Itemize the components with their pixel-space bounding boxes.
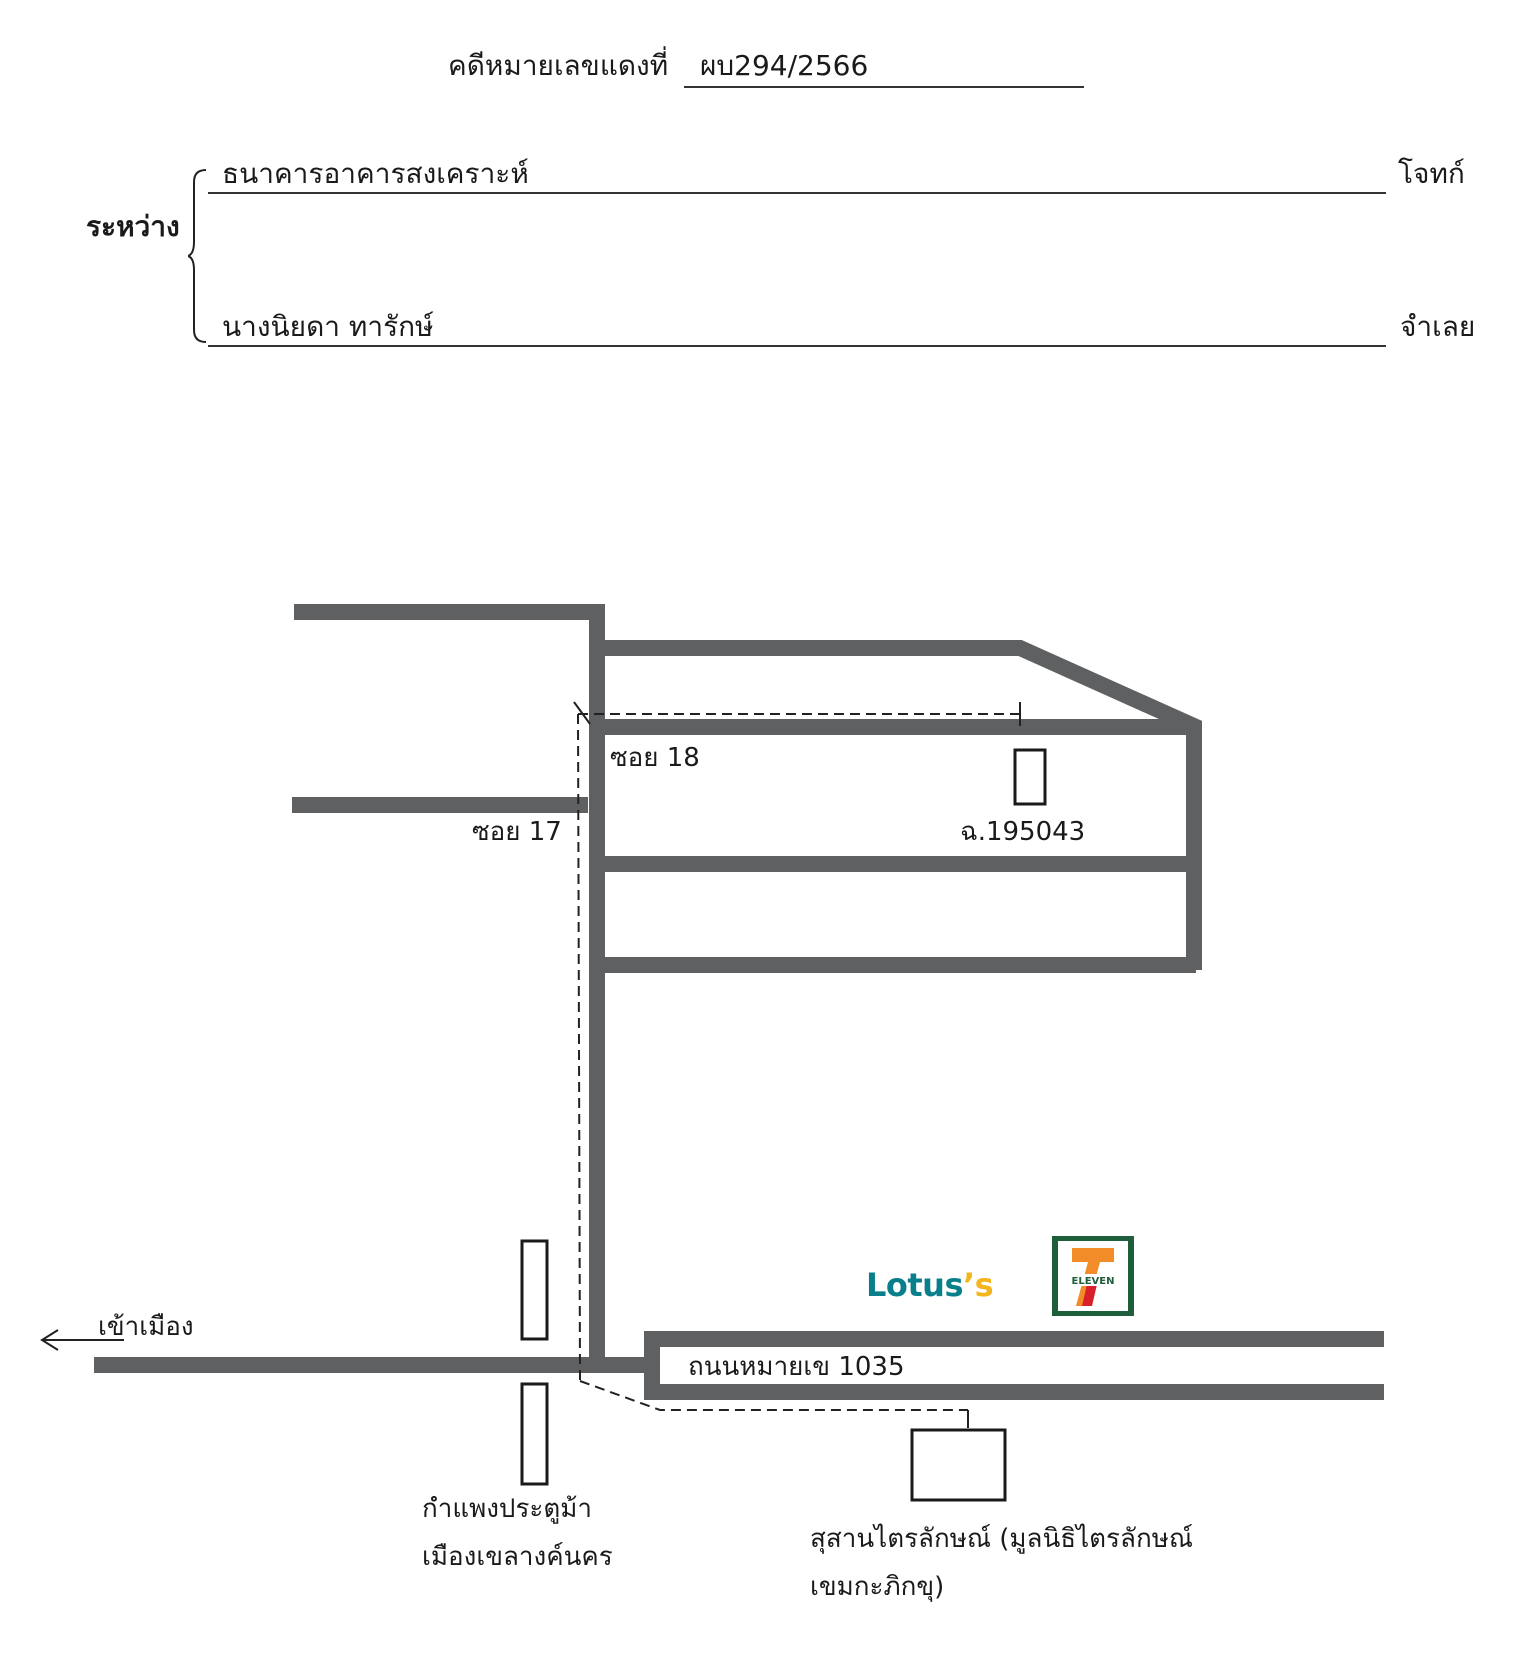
defendant-name: นางนิยดา ทารักษ์	[222, 310, 434, 343]
cemetery-label-line1: สุสานไตรลักษณ์ (มูลนิธิไตรลักษณ์	[810, 1524, 1193, 1554]
dashed-route	[577, 713, 1020, 1411]
case-number-underline	[684, 86, 1084, 88]
case-number-label: คดีหมายเลขแดงที่	[448, 49, 669, 82]
city-gate-label-line2: เมืองเขลางค์นคร	[422, 1542, 613, 1572]
soi-17-label: ซอย 17	[472, 817, 562, 847]
seven-eleven-logo: ELEVEN	[1052, 1236, 1134, 1316]
to-city-label: เข้าเมือง	[98, 1312, 194, 1342]
arrow-left-icon	[40, 1329, 124, 1351]
gate-pillar-south	[520, 1382, 549, 1486]
cemetery-label-line2: เขมกะภิกขุ)	[810, 1572, 945, 1602]
case-number-value: ผบ294/2566	[700, 49, 869, 82]
lotus-logo: Lotus’s	[866, 1266, 994, 1304]
city-gate-label-line1: กำแพงประตูม้า	[422, 1494, 592, 1524]
top-block-road	[597, 640, 1202, 970]
party-brace	[188, 169, 207, 343]
gate-pillar-north	[520, 1239, 549, 1341]
defendant-role: จำเลย	[1400, 310, 1476, 343]
road-network	[94, 604, 1384, 1400]
highway-upper-edge	[644, 1331, 1384, 1400]
land-plot-marker	[1013, 748, 1047, 806]
plaintiff-role: โจทก์	[1398, 157, 1465, 190]
route-ticks	[573, 701, 1021, 1428]
deed-number-label: ฉ.195043	[960, 817, 1086, 847]
plaintiff-name: ธนาคารอาคารสงเคราะห์	[222, 157, 529, 190]
defendant-underline	[208, 345, 1386, 347]
between-label: ระหว่าง	[86, 210, 180, 243]
svg-text:ELEVEN: ELEVEN	[1072, 1276, 1115, 1287]
plaintiff-underline	[208, 192, 1386, 194]
cemetery-box	[910, 1428, 1007, 1502]
soi-18-label: ซอย 18	[610, 743, 700, 773]
main-road-label: ถนนหมายเข 1035	[688, 1352, 905, 1382]
